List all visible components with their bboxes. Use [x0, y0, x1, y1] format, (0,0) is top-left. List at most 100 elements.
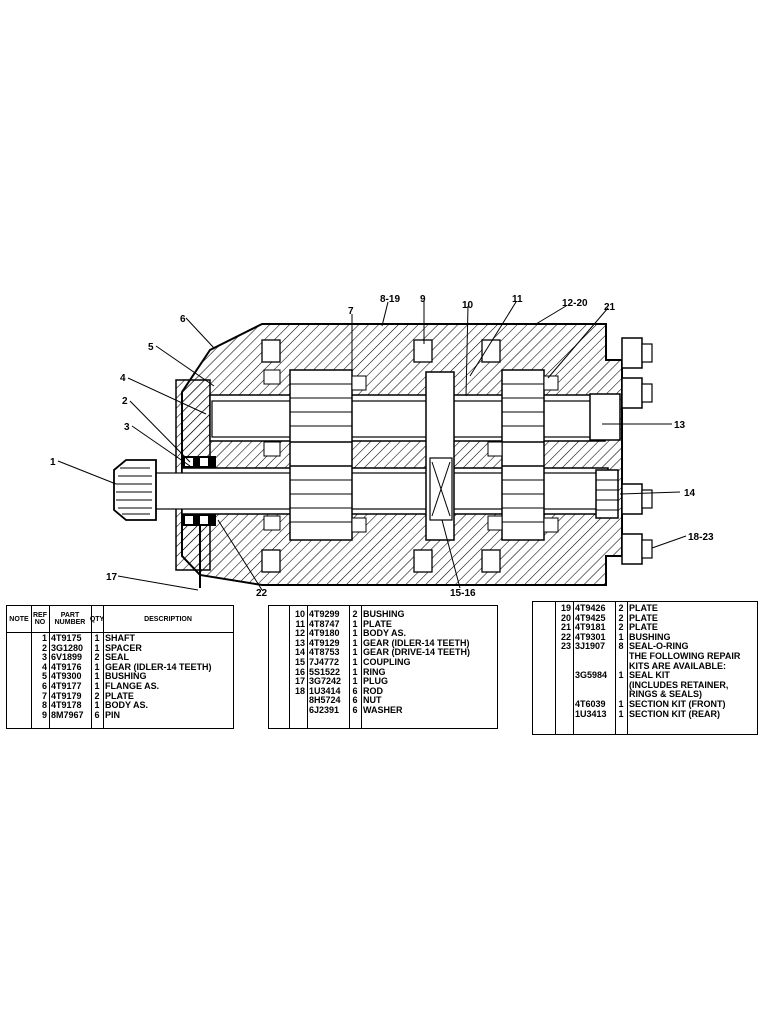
description-cell: SEAL: [105, 652, 130, 663]
ref-no-cell: 22: [560, 631, 571, 642]
description-cell: SECTION KIT (REAR): [629, 708, 720, 719]
qty-cell: [615, 652, 627, 662]
table-row: KITS ARE AVAILABLE:: [533, 661, 757, 672]
description-cell: PLATE: [629, 622, 658, 633]
description-cell: GEAR (DRIVE-14 TEETH): [363, 647, 471, 658]
ref-no-cell: 14: [294, 647, 305, 658]
callout-21: 21: [604, 302, 616, 313]
ref-no-cell: 13: [294, 637, 305, 648]
qty-cell: 1: [352, 647, 358, 658]
description-cell: RINGS & SEALS): [629, 689, 703, 700]
callout-8-19: 8-19: [380, 294, 400, 305]
qty-cell: 1: [352, 618, 358, 629]
qty-cell: 8: [618, 641, 624, 652]
description-cell: GEAR (IDLER-14 TEETH): [363, 637, 470, 648]
header-description: DESCRIPTION: [144, 615, 192, 623]
description-cell: PLATE: [629, 603, 658, 613]
qty-cell: 2: [94, 652, 100, 663]
ref-no-cell: 7: [41, 690, 47, 701]
part-number-cell: [575, 681, 615, 691]
description-cell: RING: [363, 666, 386, 677]
ref-no-cell: 18: [294, 685, 305, 696]
ref-no-cell: [289, 706, 305, 716]
description-cell: BODY AS.: [363, 628, 407, 639]
qty-cell: 2: [618, 612, 624, 623]
callout-9: 9: [420, 294, 426, 305]
description-cell: PLATE: [629, 612, 658, 623]
part-number-cell: 4T9301: [575, 631, 606, 642]
description-cell: PLUG: [363, 676, 389, 687]
description-cell: SEAL KIT: [629, 670, 670, 681]
description-cell: PLATE: [105, 690, 134, 701]
ref-no-cell: 20: [560, 612, 571, 623]
callout-4: 4: [120, 373, 126, 384]
qty-cell: 2: [618, 622, 624, 633]
callout-3: 3: [124, 422, 130, 433]
part-number-cell: 1U3413: [575, 708, 607, 719]
callout-6: 6: [180, 314, 186, 325]
ref-no-cell: 12: [294, 628, 305, 639]
ref-no-cell: 5: [41, 671, 47, 682]
qty-cell: 1: [94, 642, 100, 653]
ref-no-cell: [555, 671, 571, 681]
ref-no-cell: 16: [294, 666, 305, 677]
description-cell: BUSHING: [629, 631, 671, 642]
part-number-cell: 3J1907: [575, 641, 606, 652]
pump-housing: [175, 323, 623, 588]
description-cell: NUT: [363, 695, 382, 706]
part-number-cell: 4T9299: [309, 609, 340, 619]
ref-no-cell: 11: [295, 618, 305, 629]
table-row: (INCLUDES RETAINER,: [533, 679, 757, 691]
description-cell: (INCLUDES RETAINER,: [629, 679, 729, 690]
part-number-cell: 4T9180: [309, 628, 340, 639]
qty-cell: 6: [352, 685, 358, 696]
ref-no-cell: 2: [41, 642, 47, 653]
part-number-cell: 4T9129: [309, 637, 340, 648]
qty-cell: 1: [94, 681, 100, 691]
splined-shaft-end: [113, 459, 157, 521]
description-cell: BUSHING: [105, 671, 147, 682]
part-number-cell: 4T8753: [309, 647, 340, 658]
description-cell: WASHER: [363, 705, 403, 715]
front-shaft-seals: [182, 456, 216, 526]
description-cell: COUPLING: [363, 657, 411, 667]
table-row: 20 4T9425 2 PLATE: [533, 612, 757, 624]
part-number-cell: 5S1522: [309, 666, 341, 677]
part-number-cell: 4T9177: [51, 681, 82, 691]
ref-no-cell: [289, 696, 305, 706]
qty-cell: 1: [94, 633, 100, 643]
callout-13: 13: [674, 420, 686, 431]
part-number-cell: 7J4772: [309, 657, 340, 667]
part-number-cell: [575, 652, 615, 662]
ref-no-cell: [555, 662, 571, 672]
qty-cell: 6: [352, 695, 358, 706]
part-number-cell: 8M7967: [51, 709, 84, 720]
rod-nuts: [621, 337, 653, 565]
description-cell: PLATE: [363, 618, 392, 629]
part-number-cell: 4T9176: [51, 661, 82, 672]
callout-18-23: 18-23: [688, 532, 714, 543]
part-number-cell: 4T9178: [51, 700, 82, 711]
part-number-cell: 4T9300: [51, 671, 82, 682]
ref-no-cell: 21: [560, 622, 571, 633]
callout-14: 14: [684, 488, 696, 499]
description-cell: ROD: [363, 685, 383, 696]
qty-cell: 1: [352, 666, 358, 677]
part-number-cell: 4T9425: [575, 612, 606, 623]
description-cell: BODY AS.: [105, 700, 149, 711]
header-part-number: PART NUMBER: [54, 612, 86, 626]
